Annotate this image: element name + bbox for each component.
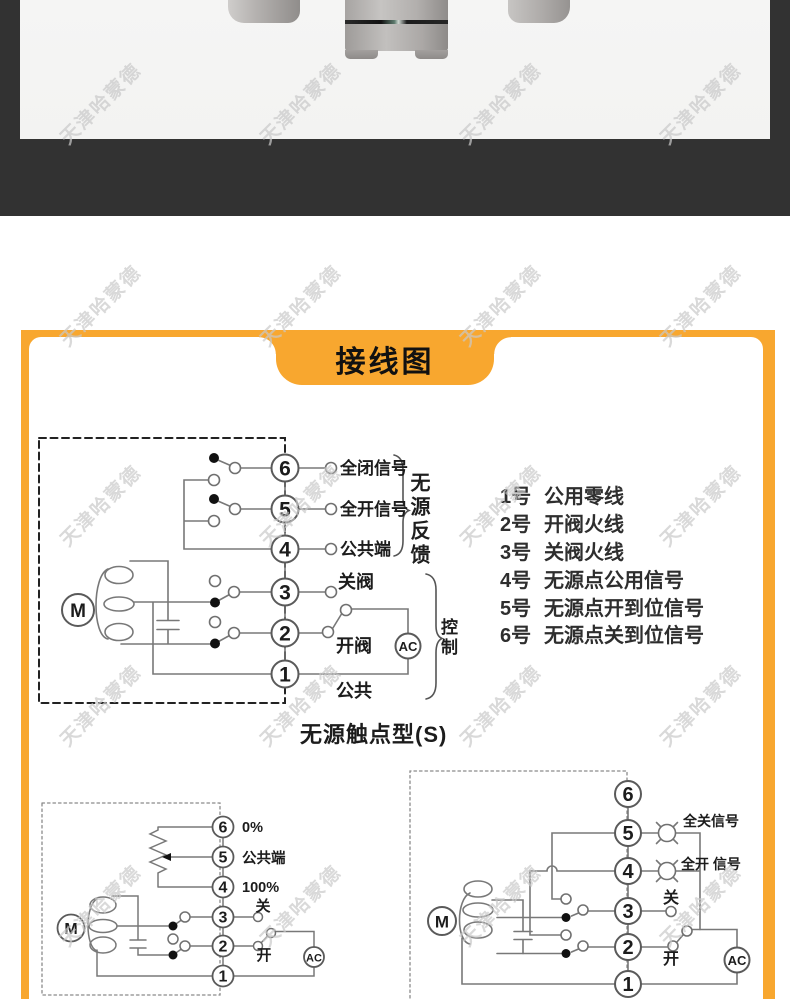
ac-label: AC	[399, 639, 418, 654]
product-foot-right	[415, 50, 448, 59]
product-part-right	[508, 0, 570, 23]
svg-text:6: 6	[219, 820, 228, 837]
right-terminal-numbers: 6 5 4 3 2 1	[622, 784, 634, 996]
product-foot-left	[345, 50, 378, 59]
product-body	[345, 24, 448, 51]
main-closed-contacts	[209, 453, 220, 649]
label-full-close-signal: 全关信号	[682, 813, 739, 829]
svg-text:5: 5	[219, 850, 228, 867]
svg-text:1: 1	[219, 969, 228, 986]
left-diagram: 6 5 4 3 2 1 M AC 0% 公共端 100% 关 开	[41, 802, 325, 996]
svg-text:1: 1	[279, 664, 291, 687]
label-open: 开	[663, 950, 679, 968]
svg-text:4: 4	[279, 539, 291, 562]
left-terminal-numbers: 6 5 4 3 2 1	[219, 820, 228, 986]
label-100pct: 100%	[242, 880, 279, 896]
label-full-open-signal: 全开信号	[339, 499, 408, 519]
left-wires	[87, 826, 315, 977]
left-terminal-circles	[56, 815, 325, 988]
section-header-tab: 接线图	[259, 337, 511, 385]
label-open: 开	[256, 947, 271, 964]
right-terminal-circles	[427, 780, 751, 998]
left-labels: 0% 公共端 100% 关 开	[242, 820, 286, 964]
wiring-diagrams-svg: 6 5 4 3 2 1 M AC 全闭信号 全开信号 公共端 关阀 开阀	[38, 437, 751, 999]
svg-text:5: 5	[279, 499, 291, 522]
right-diagram: 6 5 4 3 2 1 M AC 全关信号 全开 信号 关 开	[409, 770, 751, 999]
right-dotted-box	[409, 770, 628, 999]
control-bracket	[425, 573, 445, 700]
lamp-close-signal-icon	[657, 823, 677, 843]
photo-section	[0, 0, 790, 216]
label-common: 公共	[336, 681, 372, 701]
main-contacts	[207, 461, 353, 640]
svg-text:2: 2	[622, 937, 633, 959]
diagram-caption: 无源触点型(S)	[300, 722, 448, 747]
label-full-close-signal: 全闭信号	[339, 458, 408, 478]
wiring-diagram-panel: 6 5 4 3 2 1 M AC 全闭信号 全开信号 公共端 关阀 开阀	[21, 330, 775, 999]
left-dotted-box	[41, 802, 221, 996]
motor-label: M	[70, 601, 86, 622]
product-seam	[345, 20, 448, 24]
label-close-valve: 关阀	[338, 571, 374, 592]
main-terminal-numbers: 6 5 4 3 2 1	[279, 458, 291, 687]
product-body-top	[345, 0, 448, 20]
list-item: 2号开阀火线	[500, 514, 624, 537]
svg-text:4: 4	[622, 861, 634, 883]
label-full-open-signal: 全开 信号	[680, 856, 741, 872]
left-closed-contacts	[168, 921, 178, 960]
motor-label: M	[64, 921, 77, 938]
terminal-description-list: 1号公用零线 2号开阀火线 3号关阀火线 4号无源点公用信号 5号无源点开到位信…	[500, 481, 704, 648]
list-item: 6号无源点关到位信号	[500, 625, 704, 648]
svg-text:2: 2	[219, 939, 228, 956]
svg-text:1: 1	[622, 974, 633, 996]
main-wires	[95, 459, 409, 675]
main-labels: 全闭信号 全开信号 公共端 关阀 开阀 公共	[336, 458, 408, 701]
feedback-bracket-label: 无源反馈	[407, 472, 429, 568]
svg-text:6: 6	[279, 458, 291, 481]
label-common-terminal: 公共端	[340, 539, 391, 559]
right-contacts	[560, 823, 693, 952]
section-title: 接线图	[335, 346, 435, 379]
svg-text:3: 3	[219, 910, 228, 927]
list-item: 3号关阀火线	[500, 542, 624, 564]
main-terminal-circles	[61, 453, 422, 689]
motor-label: M	[435, 913, 449, 932]
control-bracket-label: 控制	[438, 618, 457, 658]
main-brackets	[393, 454, 445, 700]
label-common-terminal: 公共端	[242, 849, 286, 867]
list-item: 1号公用零线	[500, 486, 624, 509]
product-part-center	[345, 0, 448, 59]
right-labels: 全关信号 全开 信号 关 开	[663, 813, 741, 968]
right-closed-contacts	[561, 913, 571, 958]
svg-text:3: 3	[622, 901, 633, 923]
wiring-panel-content: 6 5 4 3 2 1 M AC 全闭信号 全开信号 公共端 关阀 开阀	[29, 337, 763, 999]
potentiometer-arrow	[162, 853, 171, 861]
svg-text:5: 5	[622, 823, 633, 845]
svg-text:2: 2	[279, 623, 291, 646]
product-part-left	[228, 0, 300, 23]
label-0pct: 0%	[242, 820, 263, 836]
feedback-bracket	[393, 454, 412, 557]
ac-label: AC	[728, 953, 747, 968]
left-contacts	[167, 911, 277, 952]
main-diagram: 6 5 4 3 2 1 M AC 全闭信号 全开信号 公共端 关阀 开阀	[38, 437, 445, 704]
lamp-open-signal-icon	[657, 861, 677, 881]
main-dashed-box	[38, 437, 286, 704]
label-open-valve: 开阀	[336, 635, 372, 656]
product-photo	[20, 0, 770, 139]
svg-text:4: 4	[219, 880, 228, 897]
list-item: 4号无源点公用信号	[500, 569, 684, 592]
label-close: 关	[255, 897, 270, 915]
label-close: 关	[663, 888, 679, 907]
svg-text:6: 6	[622, 784, 633, 806]
list-item: 5号无源点开到位信号	[500, 597, 704, 620]
svg-text:3: 3	[279, 582, 291, 605]
ac-label: AC	[306, 953, 322, 965]
right-wires	[458, 806, 738, 985]
